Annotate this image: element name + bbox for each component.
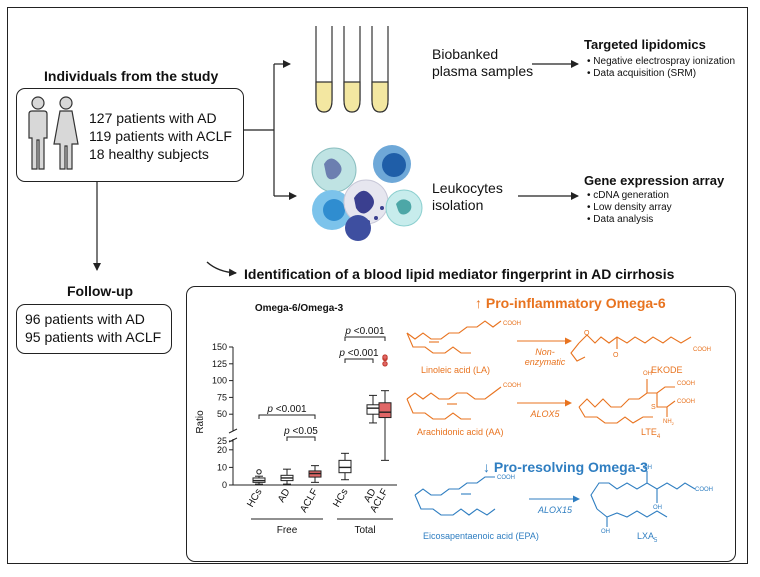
down-arrow-icon: ↓ xyxy=(483,459,490,475)
lxa5-oh2-label: OH xyxy=(653,505,662,511)
lipidomics-bullet-1: • Negative electrospray ionization xyxy=(587,56,736,67)
category-label: AD xyxy=(276,487,292,505)
ekode-cooh-label: COOH xyxy=(693,347,711,353)
chart-title: Omega-6/Omega-3 xyxy=(255,303,344,314)
leukocytes-icon xyxy=(311,145,423,241)
y-tick-label: 150 xyxy=(212,342,227,352)
y-tick-label: 10 xyxy=(217,462,227,472)
outlier-point xyxy=(382,361,388,367)
gene-expression-title: Gene expression array xyxy=(584,173,725,188)
followup-box: 96 patients with AD 95 patients with ACL… xyxy=(16,304,172,354)
fingerprint-title: Identification of a blood lipid mediator… xyxy=(244,266,675,282)
lte4-s-label: S xyxy=(651,404,656,411)
chart-ylabel: Ratio xyxy=(195,410,206,434)
lte4-cooh1-label: COOH xyxy=(677,381,695,387)
significance-bracket xyxy=(286,436,316,441)
pro-inflammatory-label: Pro-inflammatory Omega-6 xyxy=(485,295,666,311)
aa-enzyme-label: ALOX5 xyxy=(529,409,560,419)
lxa5-product-label: LXA5 xyxy=(637,531,658,544)
lipidomics-bullet-2: • Data acquisition (SRM) xyxy=(587,68,697,79)
significance-bracket xyxy=(344,336,386,341)
group-label: Total xyxy=(354,525,375,536)
significance-label: p <0.001 xyxy=(344,326,385,337)
pro-resolving-title: ↓ Pro-resolving Omega-3 xyxy=(483,459,648,476)
plasma-label-line1: Biobanked xyxy=(432,46,499,62)
significance-bracket xyxy=(344,358,374,363)
linoleic-acid-structure xyxy=(406,320,502,354)
lxa5-oh3-label: OH xyxy=(601,529,610,535)
leukocytes-label-line2: isolation xyxy=(432,197,484,213)
epa-cooh-label: COOH xyxy=(497,475,515,481)
la-enzyme-line1: Non- xyxy=(535,347,555,357)
box-aclf xyxy=(378,402,392,419)
box-hcs xyxy=(338,459,352,474)
people-icon xyxy=(28,96,79,170)
followup-line-2: 95 patients with ACLF xyxy=(25,329,162,345)
epa-enzyme-label: ALOX15 xyxy=(537,505,573,515)
figure-frame xyxy=(7,7,748,564)
y-tick-label: 125 xyxy=(212,359,227,369)
lipid-pathways: COOH Linoleic acid (LA) Non- enzymatic O… xyxy=(406,320,713,544)
up-arrow-icon: ↑ xyxy=(475,295,482,311)
lxa5-structure xyxy=(590,471,696,527)
la-enzyme-line2: enzymatic xyxy=(525,357,566,367)
plasma-tubes-icon xyxy=(315,26,389,113)
gene-expression-bullet-1: • cDNA generation xyxy=(587,190,669,201)
y-tick-label: 100 xyxy=(212,376,227,386)
gene-expression-bullet-2: • Low density array xyxy=(587,202,672,213)
pro-inflammatory-title: ↑ Pro-inflammatory Omega-6 xyxy=(475,295,666,312)
axis-break-mark xyxy=(228,428,238,434)
la-cooh-label: COOH xyxy=(503,321,521,327)
ekode-o1-label: O xyxy=(584,330,590,337)
individuals-title: Individuals from the study xyxy=(44,68,219,84)
y-tick-label: 75 xyxy=(217,392,227,402)
group-label: Free xyxy=(277,525,298,536)
followup-title: Follow-up xyxy=(67,283,134,299)
ekode-structure xyxy=(570,334,692,362)
ekode-product-label: EKODE xyxy=(651,365,683,375)
category-label: HCs xyxy=(331,487,350,509)
epa-substrate-label: Eicosapentaenoic acid (EPA) xyxy=(423,531,539,541)
y-tick-label: 25 xyxy=(217,436,227,446)
pro-resolving-label: Pro-resolving Omega-3 xyxy=(493,459,648,475)
y-tick-label: 20 xyxy=(217,445,227,455)
lxa5-cooh-label: COOH xyxy=(695,487,713,493)
leukocytes-label-line1: Leukocytes xyxy=(432,180,503,196)
lte4-oh-label: OH xyxy=(643,371,652,377)
category-label: ACLF xyxy=(298,487,320,515)
significance-label: p <0.001 xyxy=(266,404,307,415)
la-substrate-label: Linoleic acid (LA) xyxy=(421,365,490,375)
aa-substrate-label: Arachidonic acid (AA) xyxy=(417,427,504,437)
aa-cooh-label: COOH xyxy=(503,383,521,389)
followup-line-1: 96 patients with AD xyxy=(25,311,145,327)
significance-bracket xyxy=(258,414,316,419)
individuals-line-1: 127 patients with AD xyxy=(89,110,217,126)
outlier-point xyxy=(382,354,388,360)
outlier-point xyxy=(256,469,262,475)
individuals-line-2: 119 patients with ACLF xyxy=(89,128,232,144)
ekode-o2-label: O xyxy=(613,352,619,359)
arachidonic-acid-structure xyxy=(406,386,502,420)
plasma-label-line2: plasma samples xyxy=(432,63,534,79)
individuals-box: 127 patients with AD 119 patients with A… xyxy=(16,88,244,182)
lte4-cooh2-label: COOH xyxy=(677,399,695,405)
category-label: HCs xyxy=(245,487,264,509)
lipidomics-title: Targeted lipidomics xyxy=(584,37,706,52)
individuals-line-3: 18 healthy subjects xyxy=(89,146,209,162)
lte4-structure xyxy=(578,379,676,424)
significance-label: p <0.05 xyxy=(283,426,318,437)
y-tick-label: 50 xyxy=(217,409,227,419)
lxa5-oh1-label: OH xyxy=(643,465,652,471)
epa-structure xyxy=(414,476,496,516)
significance-label: p <0.001 xyxy=(338,348,379,359)
gene-expression-bullet-3: • Data analysis xyxy=(587,214,654,225)
lte4-product-label: LTE4 xyxy=(641,427,661,440)
lte4-nh2-label: NH2 xyxy=(663,419,675,426)
y-tick-label: 0 xyxy=(222,480,227,490)
box-ad xyxy=(366,404,380,415)
